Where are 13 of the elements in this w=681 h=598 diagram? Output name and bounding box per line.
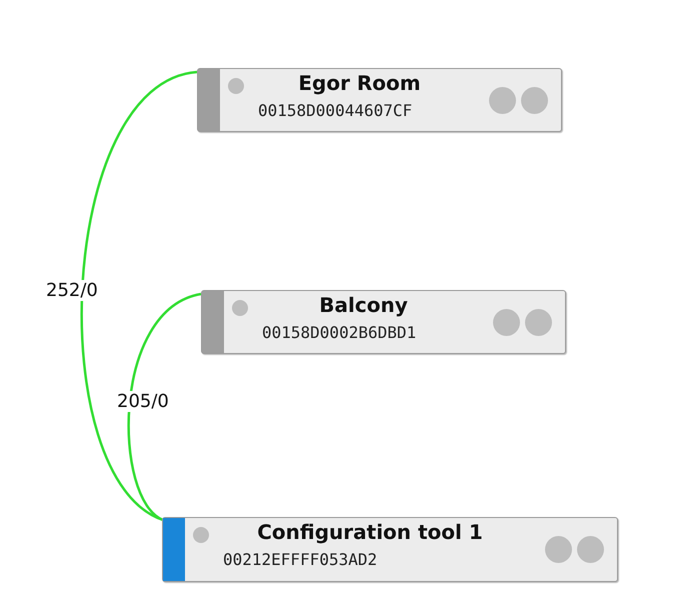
device-address: 00212EFFFF053AD2: [223, 550, 378, 569]
device-address: 00158D00044607CF: [258, 101, 412, 120]
device-name: Egor Room: [297, 71, 422, 95]
edge-label: 252/0: [45, 280, 99, 301]
device-name: Balcony: [318, 293, 409, 317]
device-card: [162, 517, 618, 582]
device-card: [197, 68, 562, 132]
link-line: [81, 70, 198, 522]
device-name: Configuration tool 1: [256, 520, 484, 544]
device-card: [201, 290, 566, 354]
device-address: 00158D0002B6DBD1: [262, 323, 416, 342]
link-line: [128, 292, 202, 522]
edge-label: 205/0: [116, 391, 170, 412]
